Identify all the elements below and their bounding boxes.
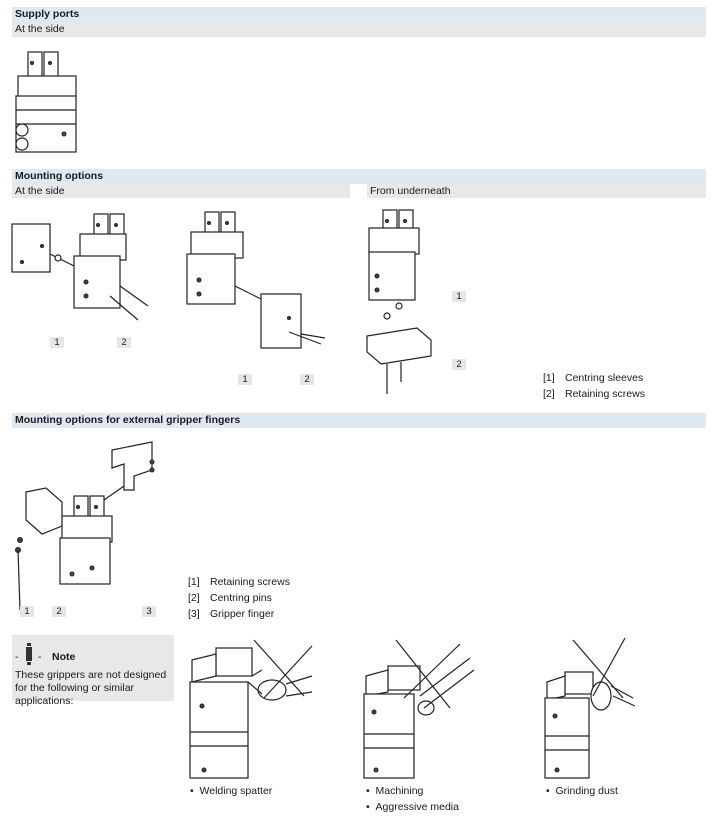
section-subtitle-mounting-underneath: From underneath — [367, 184, 706, 198]
note-text: These grippers are not designed for the … — [15, 669, 167, 707]
note-box — [12, 635, 174, 701]
legend-number: [1] — [188, 576, 200, 588]
note-title: Note — [52, 651, 76, 663]
application-label: Aggressive media — [375, 801, 459, 813]
legend-number: [3] — [188, 608, 200, 620]
section-title-supply-ports: Supply ports — [12, 7, 706, 22]
application-item-welding: • Welding spatter — [190, 783, 272, 799]
section-title-external-gripper-fingers: Mounting options for external gripper fi… — [12, 413, 706, 428]
section-subtitle-mounting-side: At the side — [12, 184, 350, 198]
legend-item: [3] Gripper finger — [188, 606, 290, 622]
callout-label: 1 — [452, 291, 466, 302]
callout-label: 2 — [452, 359, 466, 370]
gripper-supply-ports-drawing — [15, 51, 77, 153]
callout-label: 1 — [20, 606, 34, 617]
legend-text: Centring sleeves — [565, 372, 644, 384]
mounting-legend: [1] Centring sleeves [2] Retaining screws — [543, 370, 645, 402]
section-title-mounting-options: Mounting options — [12, 169, 706, 184]
grinding-dust-drawing — [544, 637, 636, 779]
callout-label: 3 — [142, 606, 156, 617]
legend-text: Centring pins — [210, 592, 272, 604]
note-icon — [26, 643, 32, 665]
legend-number: [2] — [188, 592, 200, 604]
application-label: Machining — [375, 785, 424, 797]
legend-text: Gripper finger — [210, 608, 275, 620]
legend-item: [1] Retaining screws — [188, 574, 290, 590]
note-dash: - — [38, 651, 42, 663]
legend-text: Retaining screws — [565, 388, 645, 400]
application-item-grinding: • Grinding dust — [546, 783, 618, 799]
callout-label: 2 — [52, 606, 66, 617]
external-gripper-fingers-drawing — [15, 441, 155, 611]
callout-label: 2 — [117, 337, 131, 348]
application-bullet: • Grinding dust — [546, 785, 618, 797]
legend-item: [1] Centring sleeves — [543, 370, 645, 386]
legend-text: Retaining screws — [210, 576, 290, 588]
welding-spatter-drawing — [189, 639, 313, 779]
legend-number: [2] — [543, 388, 555, 400]
callout-label: 1 — [50, 337, 64, 348]
application-label: Grinding dust — [555, 785, 618, 797]
legend-item: [2] Retaining screws — [543, 386, 645, 402]
section-subtitle-supply-side: At the side — [12, 22, 706, 37]
application-bullet: • Welding spatter — [190, 785, 273, 797]
mounting-side-right-drawing — [186, 211, 326, 349]
application-bullet: • Aggressive media — [366, 801, 459, 813]
legend-item: [2] Centring pins — [188, 590, 290, 606]
callout-label: 1 — [238, 374, 252, 385]
external-legend: [1] Retaining screws [2] Centring pins [3]… — [188, 574, 290, 622]
application-bullet: • Machining — [366, 785, 424, 797]
mounting-underneath-drawing — [366, 209, 432, 394]
note-dash: - — [15, 651, 19, 663]
application-item-machining: • Machining • Aggressive media — [366, 783, 459, 815]
application-label: Welding spatter — [199, 785, 273, 797]
mounting-side-left-drawing — [11, 213, 149, 321]
machining-drawing — [363, 639, 475, 779]
legend-number: [1] — [543, 372, 555, 384]
callout-label: 2 — [300, 374, 314, 385]
